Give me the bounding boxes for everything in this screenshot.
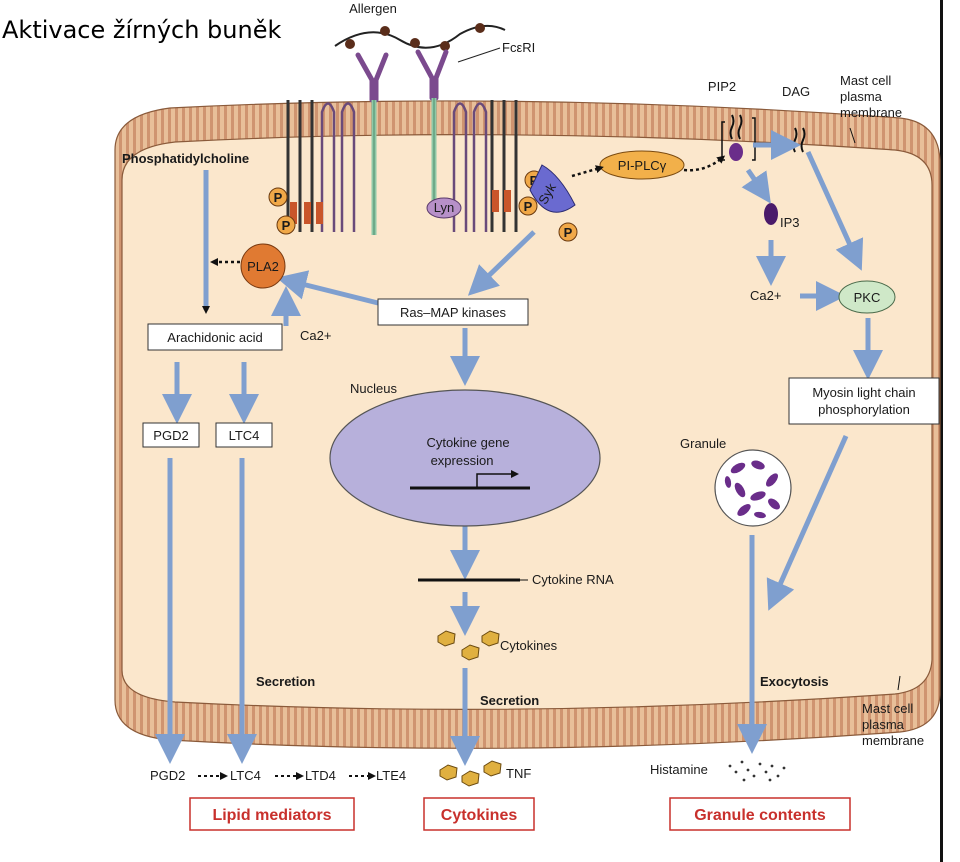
granule-label: Granule bbox=[680, 436, 726, 451]
labels: Allergen FcεRI PIP2 DAG Mast cell plasma… bbox=[122, 1, 924, 781]
phosphate-2: P bbox=[276, 215, 296, 235]
ras-map-box: Ras–MAP kinases bbox=[377, 298, 529, 326]
svg-text:Myosin light chain: Myosin light chain bbox=[812, 385, 915, 400]
lipid-chain-ltc4: LTC4 bbox=[230, 768, 261, 783]
mast-membrane-top-1: Mast cell bbox=[840, 73, 891, 88]
cytokines-output: Cytokines bbox=[423, 797, 535, 831]
pla2-enzyme: PLA2 bbox=[240, 243, 286, 289]
syk-kinase: Syk bbox=[529, 164, 576, 213]
svg-text:Cytokines: Cytokines bbox=[441, 807, 518, 824]
nucleus-label: Nucleus bbox=[350, 381, 397, 396]
ltc4-box: LTC4 bbox=[215, 422, 273, 448]
phosphatidylcholine-label: Phosphatidylcholine bbox=[122, 151, 249, 166]
histamine-label: Histamine bbox=[650, 762, 708, 777]
lipid-chain-ltd4: LTD4 bbox=[305, 768, 336, 783]
nucleus: Cytokine gene expression bbox=[329, 389, 601, 527]
pip2-label: PIP2 bbox=[708, 79, 736, 94]
mast-membrane-top-3: membrane bbox=[840, 105, 902, 120]
exocytosis-label: Exocytosis bbox=[760, 674, 829, 689]
mast-membrane-bottom-2: plasma bbox=[862, 717, 905, 732]
fceri-receptors bbox=[286, 23, 518, 235]
slide-title: Aktivace žírných buněk bbox=[2, 16, 282, 44]
svg-text:P: P bbox=[282, 218, 291, 233]
fceri-label: FcεRI bbox=[502, 40, 535, 55]
svg-text:PI-PLCγ: PI-PLCγ bbox=[618, 158, 667, 173]
svg-text:PLA2: PLA2 bbox=[247, 259, 279, 274]
svg-text:P: P bbox=[524, 199, 533, 214]
lipid-chain-pgd2: PGD2 bbox=[150, 768, 185, 783]
histamine-dots bbox=[728, 760, 786, 782]
lipid-chain-lte4: LTE4 bbox=[376, 768, 406, 783]
pathway-arrows bbox=[155, 130, 883, 766]
svg-text:Cytokine gene: Cytokine gene bbox=[426, 435, 509, 450]
lipid-chain: PGD2 LTC4 LTD4 LTE4 bbox=[150, 768, 406, 783]
svg-text:LTC4: LTC4 bbox=[229, 428, 260, 443]
secretion-left-label: Secretion bbox=[256, 674, 315, 689]
granule bbox=[714, 449, 792, 527]
lipid-mediators-output: Lipid mediators bbox=[189, 797, 355, 831]
allergen-label: Allergen bbox=[349, 1, 397, 16]
phosphate-1: P bbox=[268, 187, 288, 207]
svg-text:Ras–MAP kinases: Ras–MAP kinases bbox=[400, 305, 506, 320]
phosphate-5: P bbox=[558, 222, 578, 242]
cytokines-label: Cytokines bbox=[500, 638, 558, 653]
ca-right-label: Ca2+ bbox=[750, 288, 781, 303]
dag-label: DAG bbox=[782, 84, 810, 99]
secretion-mid-label: Secretion bbox=[480, 693, 539, 708]
svg-text:PKC: PKC bbox=[854, 290, 881, 305]
tnf-label: TNF bbox=[506, 766, 531, 781]
svg-text:Arachidonic acid: Arachidonic acid bbox=[167, 330, 262, 345]
ip3-label: IP3 bbox=[780, 215, 800, 230]
pgd2-box: PGD2 bbox=[142, 422, 200, 448]
cytokine-rna-label: Cytokine RNA bbox=[532, 572, 614, 587]
svg-text:P: P bbox=[274, 190, 283, 205]
ip3-molecule bbox=[764, 203, 778, 225]
slide-edge-line bbox=[940, 0, 943, 862]
svg-text:expression: expression bbox=[431, 453, 494, 468]
cytokine-molecules bbox=[437, 630, 502, 787]
ca-left-label: Ca2+ bbox=[300, 328, 331, 343]
mast-membrane-bottom-3: membrane bbox=[862, 733, 924, 748]
granule-contents-output: Granule contents bbox=[669, 797, 851, 831]
myosin-box: Myosin light chain phosphorylation bbox=[788, 377, 940, 425]
svg-text:P: P bbox=[564, 225, 573, 240]
svg-text:phosphorylation: phosphorylation bbox=[818, 402, 910, 417]
mast-membrane-bottom-1: Mast cell bbox=[862, 701, 913, 716]
lyn-kinase: Lyn bbox=[426, 197, 462, 219]
svg-text:Granule contents: Granule contents bbox=[694, 807, 826, 824]
mast-membrane-top-2: plasma bbox=[840, 89, 883, 104]
phosphate-4: P bbox=[518, 196, 538, 216]
svg-text:Lipid mediators: Lipid mediators bbox=[212, 807, 331, 824]
arachidonic-box: Arachidonic acid bbox=[147, 323, 283, 351]
pkc-enzyme: PKC bbox=[838, 280, 896, 314]
svg-text:PGD2: PGD2 bbox=[153, 428, 188, 443]
dotted-arrows bbox=[210, 155, 726, 266]
pi-plc-gamma: PI-PLCγ bbox=[599, 150, 685, 180]
svg-text:Lyn: Lyn bbox=[434, 200, 454, 215]
